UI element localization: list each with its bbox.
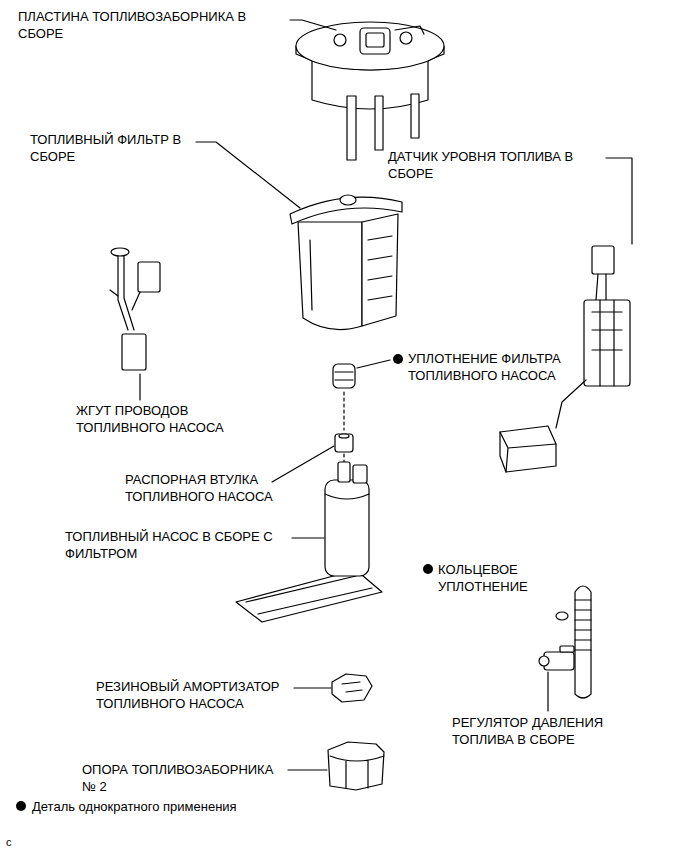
fuel-level-sensor [584,300,630,386]
sub-tank-support [328,742,384,790]
sender-plate [375,96,383,150]
part-label: ТОПЛИВНЫЙ ФИЛЬТР В СБОРЕ [30,131,186,165]
leader-lines [140,20,632,770]
fuel-pump [338,462,350,482]
fuel-level-sensor [592,300,622,386]
pump-filter-seal [333,364,355,388]
sender-plate [347,96,356,160]
single-use-bullet [393,354,403,364]
sender-plate [334,34,346,46]
leader-lines [606,158,632,244]
pressure-regulator [560,646,574,652]
sender-plate [360,28,390,54]
rubber-cushion [332,674,372,702]
part-label: ЖГУТ ПРОВОДОВ ТОПЛИВНОГО НАСОСА [76,402,228,436]
o-ring [556,612,568,620]
pump-filter-seal [333,364,355,388]
fuel-pump [325,480,369,576]
fuel-filter [362,214,398,326]
figure-code: c [6,834,16,851]
pump-spacer [339,434,349,438]
sender-plate [366,33,384,47]
sender-plate [296,22,444,160]
leader-lines [294,687,331,688]
rubber-cushion [332,674,372,702]
single-use-bullet [423,564,433,574]
fuel-filter [368,236,392,300]
wire-harness [122,334,146,370]
single-use-bullet [16,354,433,811]
part-label: ПЛАСТИНА ТОПЛИВОЗАБОРНИКА В СБОРЕ [18,8,251,42]
wire-harness [110,290,118,296]
part-label: РЕГУЛЯТОР ДАВЛЕНИЯ ТОПЛИВА В СБОРЕ [452,714,608,748]
part-label: ОПОРА ТОПЛИВОЗАБОРНИКА № 2 [82,761,278,795]
leader-lines [139,374,140,400]
fuel-level-sensor [500,426,556,472]
part-label: РАСПОРНАЯ ВТУЛКА ТОПЛИВНОГО НАСОСА [125,471,277,505]
part-label: ДАТЧИК УРОВНЯ ТОПЛИВА В СБОРЕ [388,148,578,182]
wire-harness [111,248,129,256]
fuel-level-sensor [596,274,606,300]
fuel-level-sensor [556,380,586,428]
leader-lines [290,20,336,30]
wire-harness [138,262,160,292]
sub-tank-support [330,756,384,788]
sender-plate [296,22,444,70]
pump-spacer [335,434,353,452]
wire-harness [118,256,134,330]
fuel-pump [353,465,367,483]
fuel-level-sensor [500,432,556,472]
leader-lines [357,360,390,368]
leader-lines [288,769,327,770]
fuel-filter [298,222,362,330]
pressure-regulator [575,586,591,698]
fuel-filter [290,195,402,330]
legend-text: Деталь однократного применения [32,798,237,815]
sub-tank-support [328,742,384,790]
leader-lines [272,446,334,482]
pressure-regulator [575,600,591,650]
sender-plate [395,26,424,34]
fuel-filter [340,195,356,205]
part-label: КОЛЬЦЕВОЕ УПЛОТНЕНИЕ [438,561,532,595]
fuel-pump [246,576,372,614]
fuel-pump [325,494,369,499]
pressure-regulator [539,656,549,666]
center-line [343,392,344,462]
rubber-cushion [342,682,362,692]
part-label: РЕЗИНОВЫЙ АМОРТИЗАТОР ТОПЛИВНОГО НАСОСА [96,678,284,712]
part-label: ТОПЛИВНЫЙ НАСОС В СБОРЕ С ФИЛЬТРОМ [65,528,277,562]
sender-plate [400,32,412,44]
leader-lines [196,142,300,208]
wire-harness [132,292,140,310]
fuel-pump [236,570,382,622]
part-label: УПЛОТНЕНИЕ ФИЛЬТРА ТОПЛИВНОГО НАСОСА [408,350,565,384]
sender-plate [411,94,419,138]
fuel-level-sensor [592,246,614,274]
fuel-filter [310,240,312,310]
wire-harness [110,248,160,370]
leader-lines [547,672,548,711]
leader-lines [292,537,324,538]
pressure-regulator [539,586,591,698]
pump-spacer [335,434,353,452]
single-use-bullet [16,801,26,811]
pump-filter-seal [335,372,353,380]
